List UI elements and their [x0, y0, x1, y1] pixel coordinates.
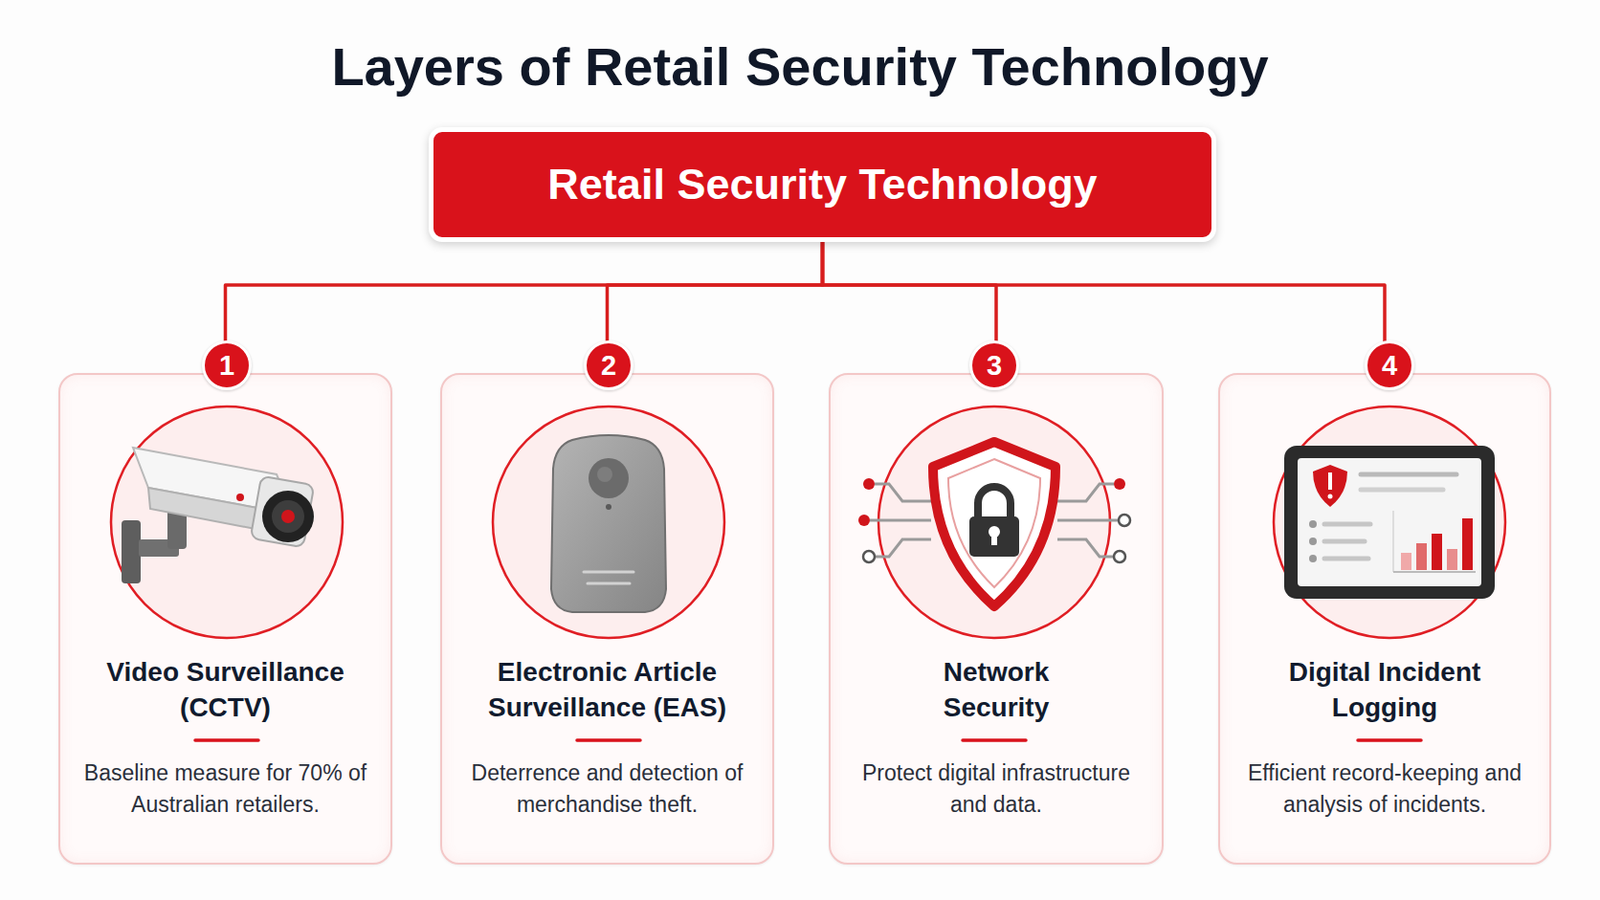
cctv-camera-icon-part — [138, 539, 179, 557]
shield-lock-icon-part-part — [869, 519, 932, 523]
shield-lock-icon-part — [1118, 514, 1131, 527]
cctv-camera-icon-part — [250, 476, 315, 549]
cctv-camera-icon-part — [148, 488, 294, 536]
card-heading: Video Surveillance (CCTV) — [82, 654, 370, 726]
tree-connector — [607, 242, 823, 374]
card-description: Protect digital infrastructure and data. — [843, 757, 1150, 822]
icon-circles-part — [878, 406, 1111, 639]
heading-underlines-part — [962, 738, 1026, 743]
shield-lock-icon-part — [977, 487, 1011, 519]
heading-underlines-part — [195, 738, 259, 743]
tablet-log-icon-part — [1400, 553, 1412, 571]
heading-underlines-part — [577, 738, 641, 743]
card-description: Efficient record-keeping and analysis of… — [1231, 757, 1538, 822]
tablet-log-icon-part — [1309, 555, 1317, 563]
eas-tag-icon — [551, 435, 667, 613]
shield-lock-icon-part — [948, 459, 1041, 588]
tree-connector — [822, 242, 998, 374]
tablet-log-icon-part — [1324, 522, 1371, 528]
cctv-camera-icon-part — [167, 509, 187, 550]
root-box: Retail Security Technology — [428, 127, 1217, 243]
shield-lock-icon-part — [1113, 551, 1126, 563]
tablet-log-icon-part — [1297, 458, 1482, 587]
shield-lock-icon-part — [969, 516, 1020, 557]
shield-lock-icon-part — [863, 551, 875, 563]
tablet-log-icon-part — [1312, 465, 1348, 508]
card-description: Baseline measure for 70% of Australian r… — [72, 757, 379, 822]
layer-card: Electronic Article Surveillance (EAS) Det… — [440, 373, 775, 866]
shield-lock-icon-part — [869, 484, 1119, 557]
tablet-log-icon-part — [1360, 488, 1444, 493]
cctv-camera-icon-part — [262, 490, 314, 543]
tablet-log-icon-part — [1328, 472, 1333, 490]
tree-connector — [822, 242, 1386, 374]
shield-lock-icon-part-part — [1057, 484, 1114, 502]
heading-underlines-part — [1357, 738, 1422, 743]
tablet-log-icon-part — [1328, 494, 1334, 500]
tablet-log-icon — [1284, 445, 1495, 600]
icon-circles-part — [1273, 406, 1506, 639]
eas-tag-icon-part — [587, 582, 630, 586]
eas-tag-icon-part — [588, 458, 629, 499]
root-title: Retail Security Technology — [547, 157, 1097, 212]
shield-lock-icon-part — [933, 442, 1056, 607]
shield-lock-icon-part — [991, 532, 998, 546]
tablet-log-icon-part — [1392, 511, 1395, 573]
card-heading: Digital Incident Logging — [1241, 654, 1529, 726]
tablet-log-icon-part — [1324, 556, 1369, 562]
tablet-log-icon-part — [1462, 518, 1473, 571]
eas-tag-icon-part — [597, 466, 613, 483]
tablet-log-icon-part — [1360, 472, 1457, 478]
tablet-log-icon-part — [1416, 543, 1427, 571]
cctv-camera-icon-part — [133, 447, 294, 515]
shield-lock-icon-part — [988, 526, 1000, 538]
eas-tag-icon-part — [605, 504, 612, 511]
eas-tag-icon-part — [583, 571, 634, 575]
icon-circles — [111, 406, 1506, 639]
tablet-log-icon-part — [1309, 520, 1317, 529]
layer-card: Video Surveillance (CCTV) Baseline measur… — [58, 373, 393, 866]
layer-card: Network SecurityProtect digital infrastr… — [828, 373, 1164, 866]
tablet-log-icon-part — [1431, 533, 1443, 571]
eas-tag-icon-part — [551, 435, 667, 613]
shield-lock-icon-part — [858, 514, 870, 527]
cctv-camera-icon — [121, 447, 314, 584]
shield-lock-icon-part-part — [874, 539, 932, 557]
shield-lock-icon-part-part — [1057, 519, 1119, 523]
tablet-log-icon-part — [1324, 539, 1365, 545]
shield-lock-icon-part-part — [1057, 539, 1114, 557]
card-description: Deterrence and detection of merchandise … — [454, 757, 761, 822]
shield-lock-icon — [858, 442, 1131, 607]
cctv-camera-icon-part — [281, 510, 295, 524]
icon-circles-part — [492, 406, 725, 639]
icon-circles-part — [111, 406, 343, 639]
diagram-title: Layers of Retail Security Technology — [0, 26, 1600, 108]
tablet-log-icon-part — [1284, 445, 1495, 600]
tree-connector — [225, 242, 823, 374]
card-heading: Electronic Article Surveillance (EAS) — [464, 654, 752, 726]
tablet-log-icon-part — [1446, 549, 1458, 571]
cctv-camera-icon-part — [271, 500, 305, 534]
cctv-camera-icon-part — [121, 520, 141, 584]
shield-lock-icon-part — [863, 478, 875, 490]
heading-underlines — [195, 738, 1422, 743]
shield-lock-icon-part-part — [874, 484, 932, 502]
tablet-log-icon-part — [1309, 537, 1317, 546]
shield-lock-icon-part — [1113, 478, 1126, 490]
layer-card: Digital Incident LoggingEfficient record… — [1218, 373, 1552, 866]
tablet-log-icon-part — [1393, 571, 1476, 574]
cctv-camera-icon-part — [236, 493, 245, 502]
card-heading: Network Security — [900, 654, 1092, 726]
